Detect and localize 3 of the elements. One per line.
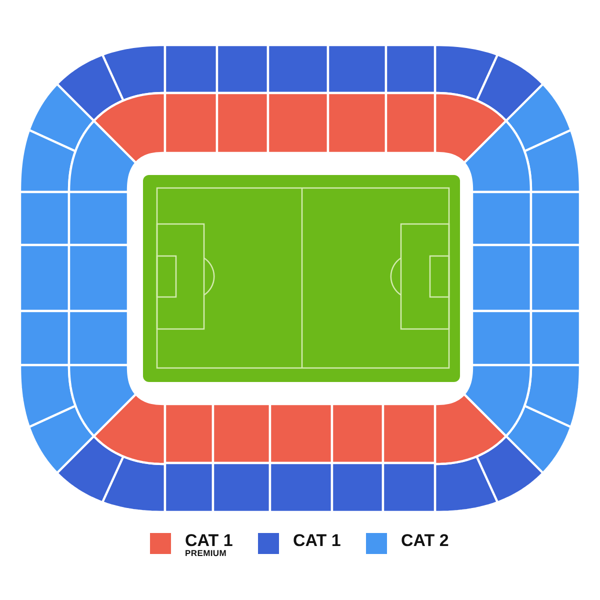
legend-label: CAT 2 bbox=[401, 532, 450, 549]
legend-label: CAT 1 PREMIUM bbox=[185, 532, 234, 558]
legend-label: CAT 1 bbox=[293, 532, 342, 549]
